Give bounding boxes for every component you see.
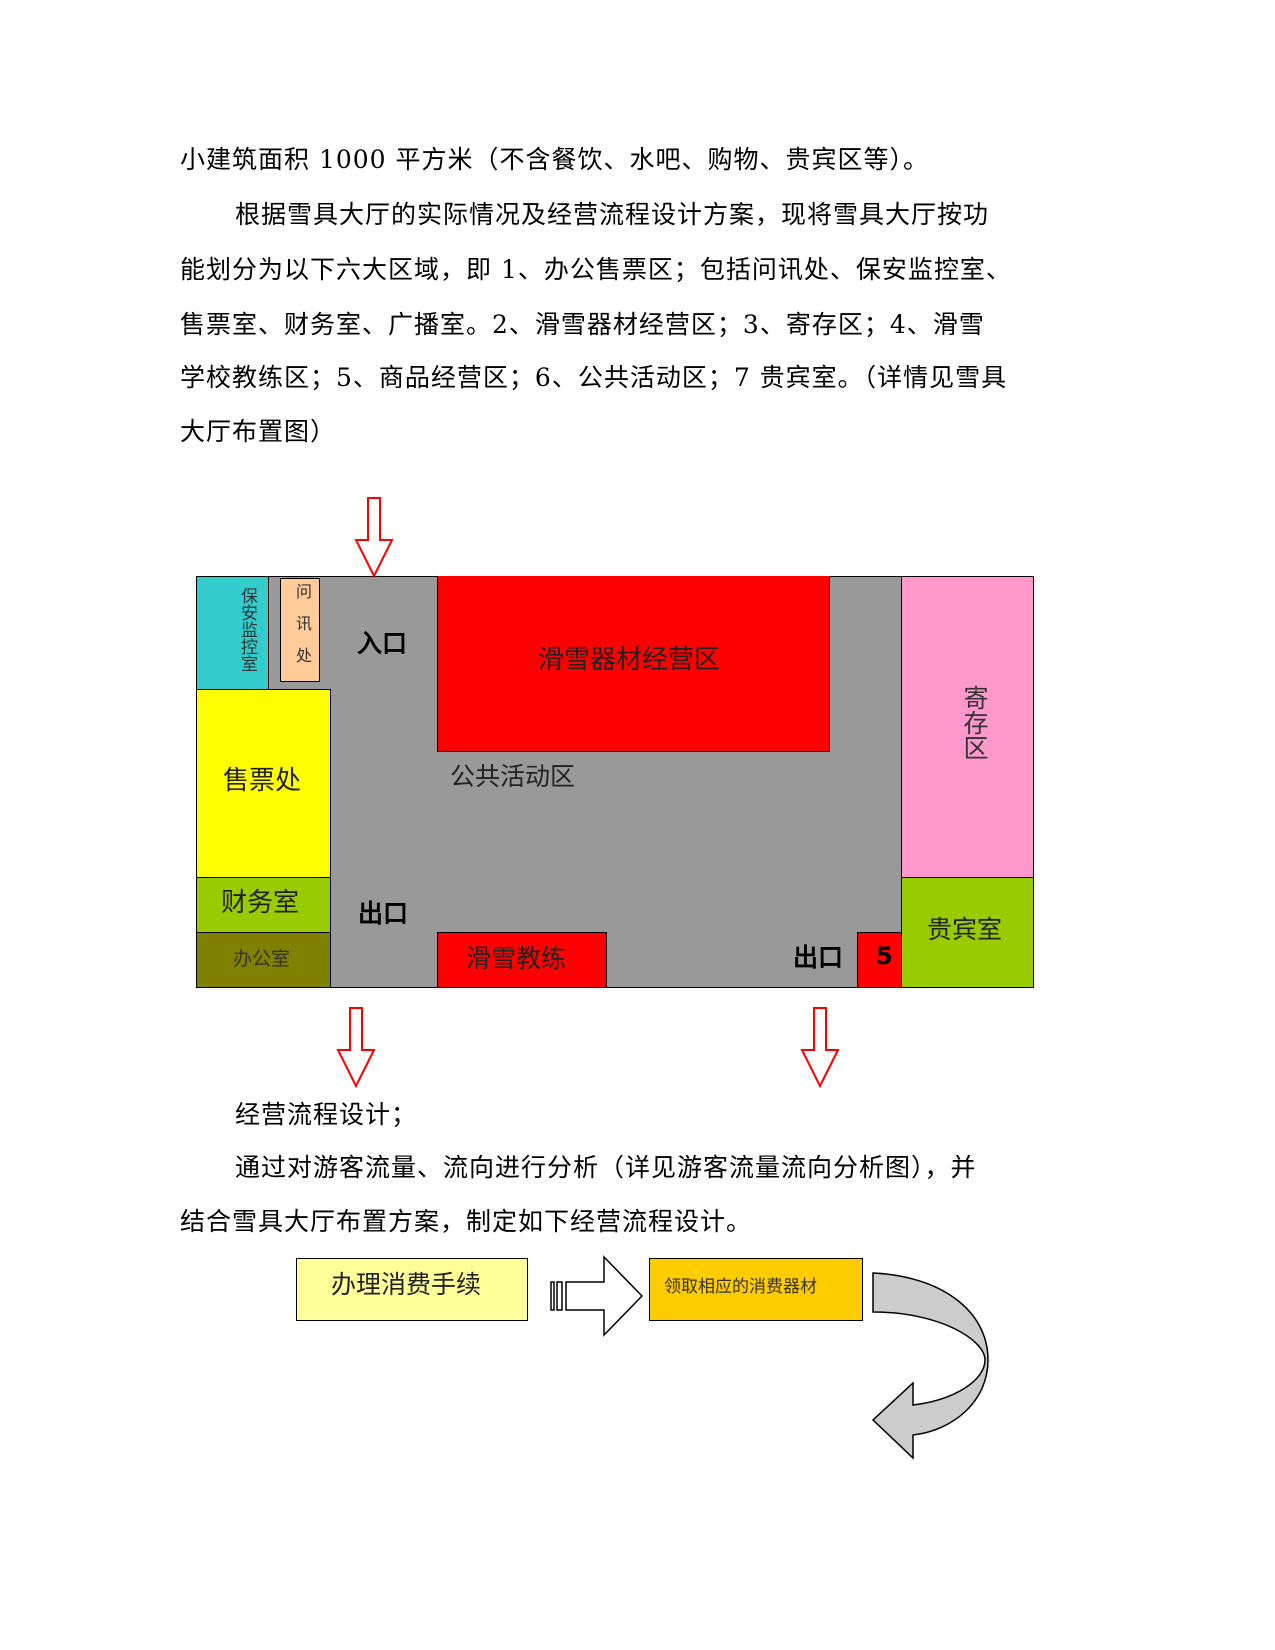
text-line: 售票室、财务室、广播室。2、滑雪器材经营区；3、寄存区；4、滑雪 (180, 310, 985, 339)
section-heading: 经营流程设计； (235, 1100, 418, 1129)
storage-label: 寄存区 (960, 685, 989, 760)
text-line: 大厅布置图） (180, 417, 337, 446)
text-line: 结合雪具大厅布置方案，制定如下经营流程设计。 (180, 1207, 753, 1236)
flow-curved-arrow-icon (871, 1272, 989, 1460)
area-5-label: 5 (876, 942, 893, 970)
info-label: 问讯处 (293, 583, 312, 679)
text-line: 通过对游客流量、流向进行分析（详见游客流量流向分析图），并 (235, 1153, 977, 1182)
vip-room: 贵宾室 (901, 877, 1034, 988)
vip-label: 贵宾室 (927, 915, 1003, 944)
shop-area-5: 5 (857, 932, 902, 988)
text-line: 小建筑面积 1000 平方米（不含餐饮、水吧、购物、贵宾区等）。 (180, 145, 930, 174)
coach-area: 滑雪教练 (437, 932, 607, 988)
flow-step-1: 办理消费手续 (296, 1258, 528, 1321)
security-room: 保安监控室 (196, 576, 269, 690)
exit-arrow-icon (800, 1007, 840, 1089)
public-label: 公共活动区 (450, 762, 576, 791)
ticket-label: 售票处 (223, 766, 302, 796)
flow-step-2-label: 领取相应的消费器材 (664, 1277, 817, 1297)
finance-label: 财务室 (221, 888, 300, 918)
finance-room: 财务室 (196, 877, 331, 933)
equipment-label: 滑雪器材经营区 (538, 645, 721, 675)
text-line: 根据雪具大厅的实际情况及经营流程设计方案，现将雪具大厅按功 (235, 200, 990, 229)
entrance-arrow-icon (354, 497, 394, 579)
security-label: 保安监控室 (237, 587, 257, 672)
office-room: 办公室 (196, 932, 331, 988)
flow-step-1-label: 办理消费手续 (331, 1270, 482, 1299)
equipment-area: 滑雪器材经营区 (437, 576, 830, 752)
storage-area: 寄存区 (901, 576, 1034, 878)
flow-step-2: 领取相应的消费器材 (649, 1258, 863, 1321)
info-desk: 问讯处 (280, 578, 320, 682)
exit-left-label: 出口 (358, 899, 409, 928)
flow-right-arrow-icon (550, 1255, 644, 1337)
exit-right-label: 出口 (793, 943, 844, 972)
ticket-office: 售票处 (196, 689, 331, 878)
entrance-label: 入口 (357, 629, 408, 658)
exit-arrow-icon (336, 1007, 376, 1089)
text-line: 能划分为以下六大区域，即 1、办公售票区；包括问讯处、保安监控室、 (180, 255, 1012, 284)
text-line: 学校教练区；5、商品经营区；6、公共活动区；7 贵宾室。（详情见雪具 (180, 363, 1008, 392)
coach-label: 滑雪教练 (466, 944, 567, 973)
office-label: 办公室 (233, 948, 291, 970)
